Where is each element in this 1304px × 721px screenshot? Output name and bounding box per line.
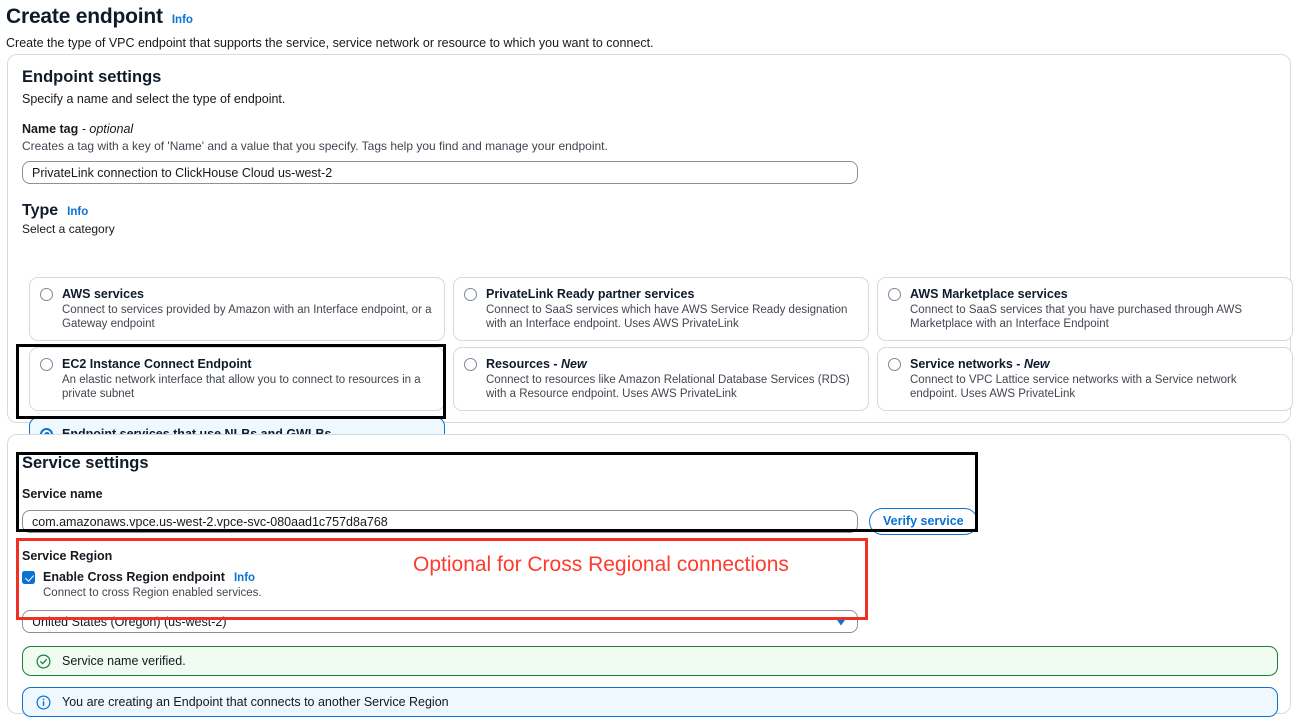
name-tag-optional-suffix: - optional bbox=[81, 122, 134, 136]
type-heading-row: Type Info bbox=[22, 201, 1276, 221]
endpoint-type-option-title: AWS services bbox=[62, 287, 144, 301]
alert-success-text: Service name verified. bbox=[62, 654, 186, 668]
endpoint-settings-description: Specify a name and select the type of en… bbox=[22, 92, 286, 106]
service-name-row: Verify service bbox=[22, 508, 1276, 535]
type-heading: Type bbox=[22, 202, 59, 219]
service-settings-panel: Service settings Service name Verify ser… bbox=[7, 434, 1291, 717]
cross-region-label-row: Enable Cross Region endpoint Info bbox=[43, 569, 262, 585]
endpoint-type-option-description: Connect to SaaS services which have AWS … bbox=[486, 304, 848, 330]
service-settings-title: Service settings bbox=[22, 454, 149, 472]
service-region-select[interactable]: United States (Oregon) (us-west-2) bbox=[22, 610, 858, 633]
page-description: Create the type of VPC endpoint that sup… bbox=[6, 36, 654, 50]
alert-info-text: You are creating an Endpoint that connec… bbox=[62, 695, 449, 709]
service-name-label: Service name bbox=[22, 487, 103, 501]
endpoint-type-option-card[interactable]: EC2 Instance Connect Endpoint An elastic … bbox=[29, 347, 445, 411]
chevron-down-icon bbox=[836, 618, 846, 625]
cross-region-checkbox-row[interactable]: Enable Cross Region endpoint Info Connec… bbox=[22, 569, 1276, 601]
page-header: Create endpoint Info Create the type of … bbox=[0, 0, 1304, 51]
cross-region-info-link[interactable]: Info bbox=[233, 572, 256, 584]
page-title-row: Create endpoint Info bbox=[6, 4, 1304, 30]
cross-region-checkbox-hint: Connect to cross Region enabled services… bbox=[43, 587, 262, 599]
name-tag-hint: Creates a tag with a key of 'Name' and a… bbox=[22, 139, 608, 153]
endpoint-type-option-description: Connect to resources like Amazon Relatio… bbox=[486, 374, 850, 400]
service-region-selected-value: United States (Oregon) (us-west-2) bbox=[32, 614, 227, 629]
endpoint-type-option-description: Connect to VPC Lattice service networks … bbox=[910, 374, 1237, 400]
service-name-field-group: Service name Verify service bbox=[22, 486, 1276, 535]
radio-button[interactable] bbox=[888, 288, 901, 301]
new-badge-label: New bbox=[561, 357, 587, 371]
new-badge-label: New bbox=[1023, 357, 1050, 371]
info-circle-icon bbox=[36, 695, 51, 709]
endpoint-type-option-title: AWS Marketplace services bbox=[910, 287, 1068, 301]
name-tag-input[interactable] bbox=[22, 161, 858, 184]
service-name-input[interactable] bbox=[22, 510, 858, 533]
service-region-group: Service Region Enable Cross Region endpo… bbox=[22, 548, 1276, 633]
radio-button[interactable] bbox=[888, 358, 901, 371]
endpoint-type-option-title: EC2 Instance Connect Endpoint bbox=[62, 357, 252, 371]
endpoint-settings-title: Endpoint settings bbox=[22, 68, 162, 86]
alerts-container: Service name verified. You are creating … bbox=[22, 646, 1278, 717]
verify-service-button[interactable]: Verify service bbox=[869, 508, 978, 535]
page-info-link[interactable]: Info bbox=[171, 14, 193, 26]
name-tag-label-text: Name tag bbox=[22, 122, 79, 136]
radio-button[interactable] bbox=[464, 288, 477, 301]
type-section: Type Info Select a category bbox=[22, 201, 1276, 237]
endpoint-type-option-description: Connect to SaaS services that you have p… bbox=[910, 304, 1242, 330]
endpoint-type-option-title: PrivateLink Ready partner services bbox=[486, 287, 695, 301]
name-tag-field-group: Name tag - optional Creates a tag with a… bbox=[22, 121, 1276, 184]
endpoint-settings-panel: Endpoint settings Specify a name and sel… bbox=[7, 54, 1293, 495]
service-region-label: Service Region bbox=[22, 549, 113, 563]
name-tag-label: Name tag - optional bbox=[22, 121, 1276, 137]
endpoint-settings-inner: Endpoint settings Specify a name and sel… bbox=[8, 55, 1290, 237]
type-subtext: Select a category bbox=[22, 222, 115, 236]
cross-region-checkbox-textblock: Enable Cross Region endpoint Info Connec… bbox=[43, 569, 262, 601]
check-circle-icon bbox=[36, 654, 51, 668]
endpoint-type-option-description: Connect to services provided by Amazon w… bbox=[62, 304, 432, 330]
radio-button[interactable] bbox=[464, 358, 477, 371]
radio-button[interactable] bbox=[40, 288, 53, 301]
service-settings-inner: Service settings Service name Verify ser… bbox=[8, 435, 1290, 717]
radio-button[interactable] bbox=[40, 358, 53, 371]
endpoint-type-option-description: An elastic network interface that allow … bbox=[62, 374, 421, 400]
endpoint-type-option-title: Resources - New bbox=[486, 357, 587, 371]
type-info-link[interactable]: Info bbox=[67, 206, 89, 218]
cross-region-checkbox-label: Enable Cross Region endpoint bbox=[43, 570, 225, 584]
page-title: Create endpoint bbox=[6, 5, 163, 28]
alert-cross-region-info: You are creating an Endpoint that connec… bbox=[22, 687, 1278, 717]
alert-service-name-verified: Service name verified. bbox=[22, 646, 1278, 676]
endpoint-type-option-title: Service networks - New bbox=[910, 357, 1050, 371]
endpoint-type-option-text: EC2 Instance Connect Endpoint An elastic … bbox=[62, 356, 434, 401]
cross-region-checkbox[interactable] bbox=[22, 571, 35, 584]
